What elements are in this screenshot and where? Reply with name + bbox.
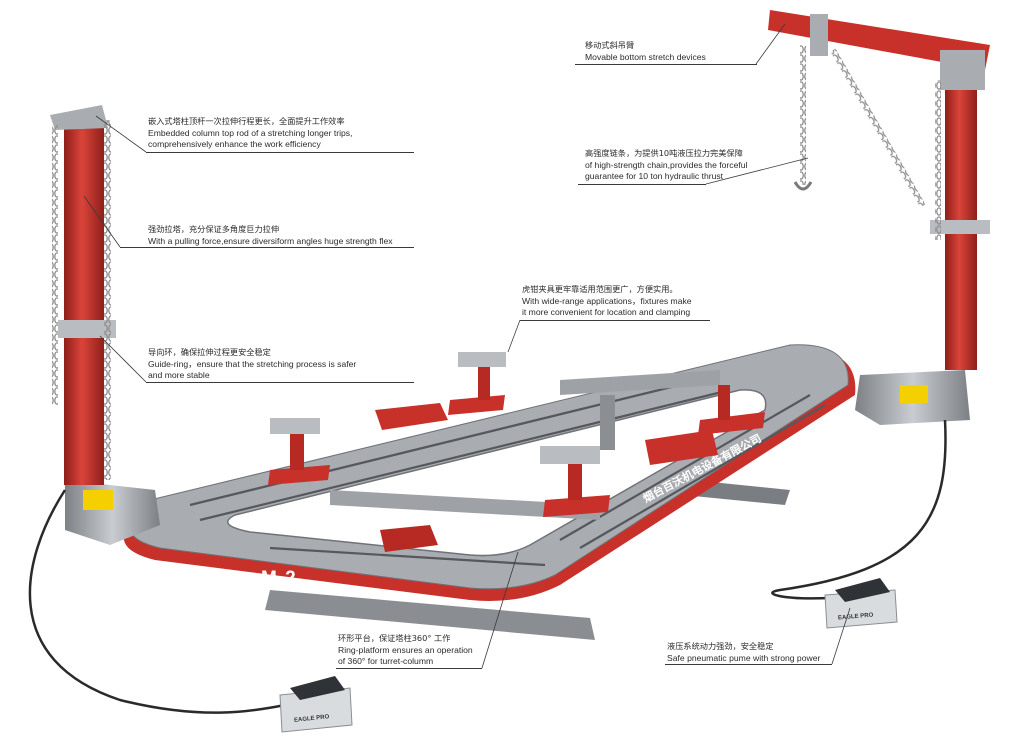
ring-platform (123, 344, 856, 601)
movable-arm (768, 10, 990, 240)
callout-ring-platform: 环形平台，保证塔柱360° 工作 Ring-platform ensures a… (338, 633, 473, 666)
model-label: M-2 (261, 568, 297, 589)
pump-right (824, 578, 898, 629)
callout-hydraulic: 液压系统动力强劲，安全稳定 Safe pneumatic pume with s… (667, 641, 821, 663)
callout-movable-arm: 移动式斜吊臂 Movable bottom stretch devices (585, 40, 706, 62)
pump-left (279, 676, 353, 733)
callout-chain: 高强度链条，为提供10吨液压拉力完美保障 of high-strength ch… (585, 148, 748, 181)
left-tower (50, 105, 160, 545)
callout-pulling-tower: 强劲拉塔，充分保证多角度巨力拉伸 With a pulling force,en… (148, 224, 393, 246)
hydraulic-system (28, 419, 947, 733)
clamps (268, 352, 765, 517)
callout-guide-ring: 导向环，确保拉伸过程更安全稳定 Guide-ring，ensure that t… (148, 347, 357, 380)
right-tower (855, 80, 990, 425)
callout-embedded-column: 嵌入式塔柱顶杆一次拉伸行程更长，全面提升工作效率 Embedded column… (148, 116, 353, 149)
leader-lines (83, 23, 851, 669)
callout-clamps: 虎钳夹具更牢靠适用范围更广，方便实用。 With wide-range appl… (522, 284, 692, 317)
